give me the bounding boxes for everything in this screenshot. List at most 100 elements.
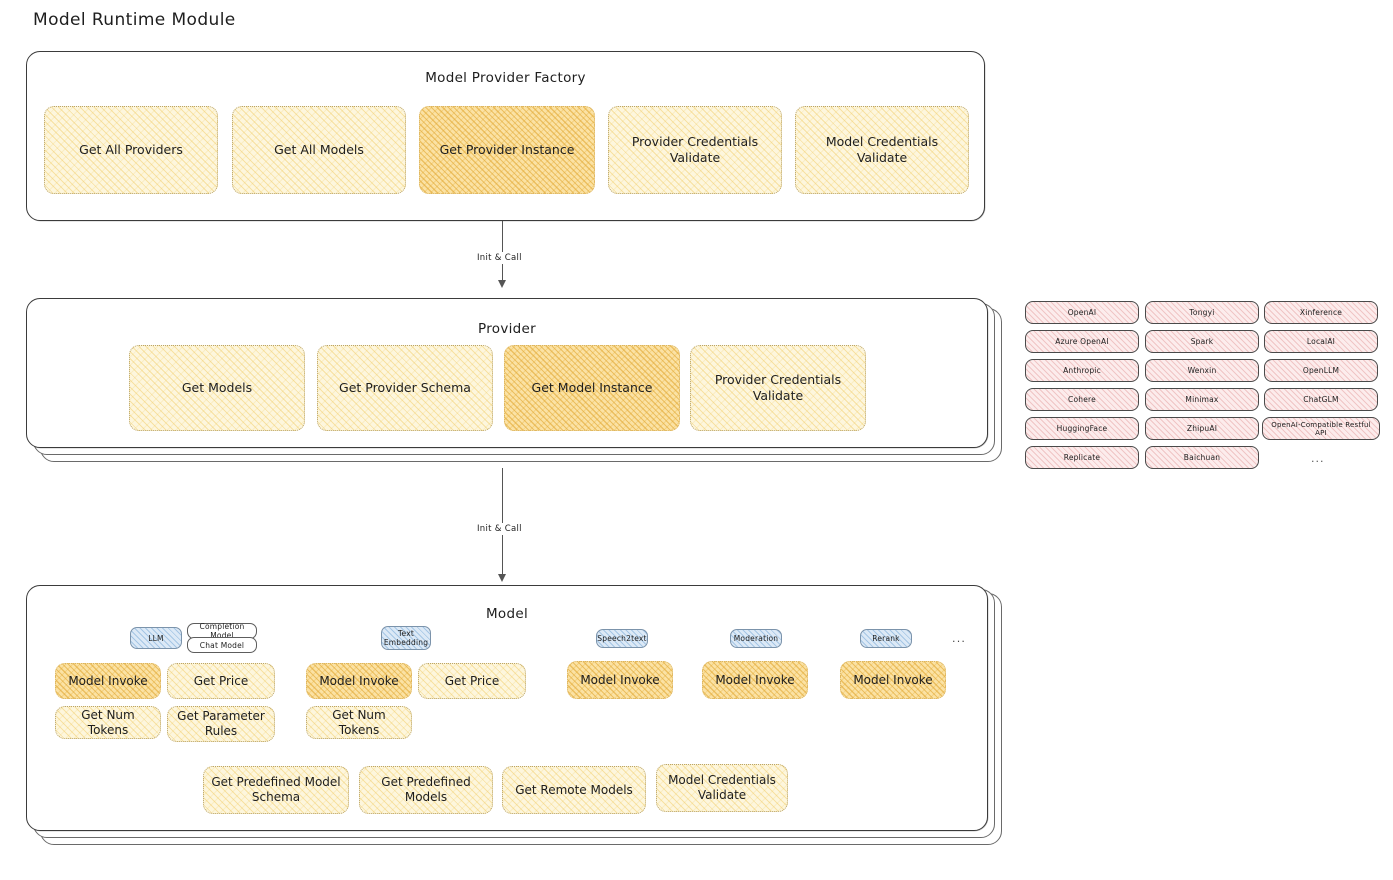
node-label: Model Credentials Validate: [825, 134, 939, 165]
arrow-provider-to-model-head: [498, 574, 506, 582]
chip-label: ChatGLM: [1303, 395, 1339, 404]
chip-label: ZhipuAI: [1186, 424, 1218, 433]
provider-chip-wenxin[interactable]: Wenxin: [1145, 359, 1259, 382]
factory-node-get-provider-instance[interactable]: Get Provider Instance: [419, 106, 595, 194]
node-label: Get Predefined Models: [381, 775, 471, 804]
provider-chip-azure-openai[interactable]: Azure OpenAI: [1025, 330, 1139, 353]
node-label: Get All Providers: [79, 142, 183, 158]
chip-label: Cohere: [1068, 395, 1096, 404]
chip-label: OpenAI-Compatible Restful API: [1271, 420, 1371, 437]
node-label: Model Invoke: [319, 673, 399, 688]
chip-label: Wenxin: [1187, 366, 1217, 375]
node-label: Get Models: [181, 380, 253, 396]
badge-label: LLM: [148, 633, 164, 643]
llm-node-get-num-tokens[interactable]: Get Num Tokens: [55, 706, 161, 739]
chip-label: Replicate: [1063, 453, 1101, 462]
provider-chip-openllm[interactable]: OpenLLM: [1264, 359, 1378, 382]
model-badge-rerank[interactable]: Rerank: [860, 629, 912, 648]
model-shared-node-model-credentials-validate[interactable]: Model Credentials Validate: [656, 764, 788, 812]
node-label: Get Price: [193, 673, 249, 688]
provider-chip-anthropic[interactable]: Anthropic: [1025, 359, 1139, 382]
node-label: Model Invoke: [715, 672, 795, 687]
rerank-node-model-invoke[interactable]: Model Invoke: [840, 661, 946, 699]
provider-chip-zhipuai[interactable]: ZhipuAI: [1145, 417, 1259, 440]
provider-chip-tongyi[interactable]: Tongyi: [1145, 301, 1259, 324]
provider-chip-replicate[interactable]: Replicate: [1025, 446, 1139, 469]
chip-label: OpenAI: [1067, 308, 1097, 317]
model-shared-node-get-remote-models[interactable]: Get Remote Models: [502, 766, 646, 814]
node-label: Get Parameter Rules: [177, 709, 265, 738]
chip-label: OpenLLM: [1302, 366, 1340, 375]
badge-label: Text Embedding: [383, 629, 429, 647]
llm-node-get-price[interactable]: Get Price: [167, 663, 275, 699]
node-label: Provider Credentials Validate: [714, 372, 842, 403]
node-label: Get Predefined Model Schema: [211, 775, 341, 804]
provider-chip-huggingface[interactable]: HuggingFace: [1025, 417, 1139, 440]
text-embedding-node-model-invoke[interactable]: Model Invoke: [306, 663, 412, 699]
text-embedding-node-get-price[interactable]: Get Price: [418, 663, 526, 699]
model-panel: Model: [26, 585, 988, 831]
moderation-node-model-invoke[interactable]: Model Invoke: [702, 661, 808, 699]
model-shared-node-get-predefined-models[interactable]: Get Predefined Models: [359, 766, 493, 814]
chip-label: Minimax: [1185, 395, 1219, 404]
provider-chip-localai[interactable]: LocalAI: [1264, 330, 1378, 353]
speech2text-node-model-invoke[interactable]: Model Invoke: [567, 661, 673, 699]
model-sub-badge-completion-model[interactable]: Completion Model: [187, 622, 257, 640]
chip-label: Spark: [1190, 337, 1214, 346]
chip-label: Azure OpenAI: [1055, 337, 1109, 346]
arrow-label-init-and-call-1: Init & Call: [473, 252, 526, 264]
provider-chip-chatglm[interactable]: ChatGLM: [1264, 388, 1378, 411]
text-embedding-node-get-num-tokens[interactable]: Get Num Tokens: [306, 706, 412, 739]
provider-chip-baichuan[interactable]: Baichuan: [1145, 446, 1259, 469]
node-label: Get Provider Instance: [439, 142, 575, 158]
provider-node-provider-credentials-validate[interactable]: Provider Credentials Validate: [690, 345, 866, 431]
model-groups-more-ellipsis: ...: [952, 632, 967, 645]
model-sub-badge-chat-model[interactable]: Chat Model: [187, 637, 257, 653]
llm-node-get-parameter-rules[interactable]: Get Parameter Rules: [167, 706, 275, 742]
provider-chip-openai[interactable]: OpenAI: [1025, 301, 1139, 324]
node-label: Get Num Tokens: [81, 707, 135, 737]
node-label: Model Credentials Validate: [668, 773, 776, 802]
provider-node-get-provider-schema[interactable]: Get Provider Schema: [317, 345, 493, 431]
node-label: Get Remote Models: [515, 782, 633, 797]
chip-label: Tongyi: [1189, 308, 1215, 317]
model-badge-speech2text[interactable]: Speech2text: [596, 629, 648, 648]
chip-label: LocalAI: [1306, 337, 1336, 346]
provider-node-get-models[interactable]: Get Models: [129, 345, 305, 431]
arrow-factory-to-provider-head: [498, 280, 506, 288]
node-label: Model Invoke: [853, 672, 933, 687]
chip-label: Xinference: [1299, 308, 1343, 317]
node-label: Get Price: [444, 673, 500, 688]
model-badge-moderation[interactable]: Moderation: [730, 629, 782, 648]
badge-label: Completion Model: [199, 622, 245, 640]
factory-node-model-credentials-validate[interactable]: Model Credentials Validate: [795, 106, 969, 194]
badge-label: Speech2text: [597, 634, 647, 643]
model-badge-text-embedding[interactable]: Text Embedding: [381, 626, 431, 650]
provider-title: Provider: [478, 321, 536, 337]
model-shared-node-get-predefined-model-schema[interactable]: Get Predefined Model Schema: [203, 766, 349, 814]
model-provider-factory-title: Model Provider Factory: [425, 70, 586, 86]
factory-node-get-all-models[interactable]: Get All Models: [232, 106, 406, 194]
badge-label: Rerank: [872, 634, 900, 643]
node-label: Model Invoke: [68, 673, 148, 688]
page-title: Model Runtime Module: [33, 10, 236, 30]
provider-node-get-model-instance[interactable]: Get Model Instance: [504, 345, 680, 431]
provider-chip-cohere[interactable]: Cohere: [1025, 388, 1139, 411]
node-label: Model Invoke: [580, 672, 660, 687]
model-title: Model: [485, 606, 529, 622]
node-label: Get Model Instance: [531, 380, 653, 396]
chip-label: HuggingFace: [1056, 424, 1108, 433]
model-badge-llm[interactable]: LLM: [130, 627, 182, 649]
badge-label: Chat Model: [199, 640, 245, 650]
chip-label: Baichuan: [1183, 453, 1221, 462]
badge-label: Moderation: [733, 634, 779, 643]
provider-chip-openai-compatible-restful-api[interactable]: OpenAI-Compatible Restful API: [1262, 417, 1380, 440]
provider-list-more-ellipsis: ...: [1311, 452, 1325, 465]
provider-chip-xinference[interactable]: Xinference: [1264, 301, 1378, 324]
provider-chip-spark[interactable]: Spark: [1145, 330, 1259, 353]
factory-node-provider-credentials-validate[interactable]: Provider Credentials Validate: [608, 106, 782, 194]
provider-chip-minimax[interactable]: Minimax: [1145, 388, 1259, 411]
factory-node-get-all-providers[interactable]: Get All Providers: [44, 106, 218, 194]
llm-node-model-invoke[interactable]: Model Invoke: [55, 663, 161, 699]
